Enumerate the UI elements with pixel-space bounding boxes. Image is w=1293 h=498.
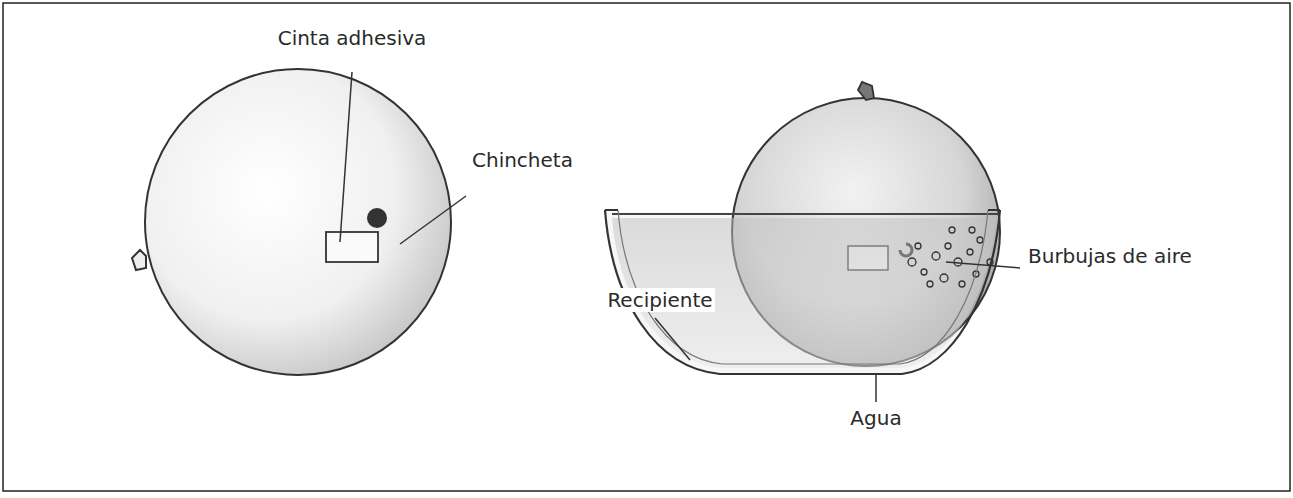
leader-line <box>946 262 1020 268</box>
pin <box>367 208 387 228</box>
leader-line <box>655 318 690 360</box>
container-outline <box>605 210 1000 374</box>
leader-line <box>340 72 352 242</box>
part-label: Chincheta <box>470 148 575 172</box>
part-label: Cinta adhesiva <box>276 26 429 50</box>
part-label: Recipiente <box>605 288 714 312</box>
tape <box>326 232 378 262</box>
part-label: Agua <box>848 406 903 430</box>
part-label: Burbujas de aire <box>1026 244 1194 268</box>
water-line <box>612 213 1000 215</box>
frame <box>3 3 1290 491</box>
leader-line <box>875 374 877 402</box>
leader-line <box>400 196 466 244</box>
balloon-left <box>132 69 466 375</box>
